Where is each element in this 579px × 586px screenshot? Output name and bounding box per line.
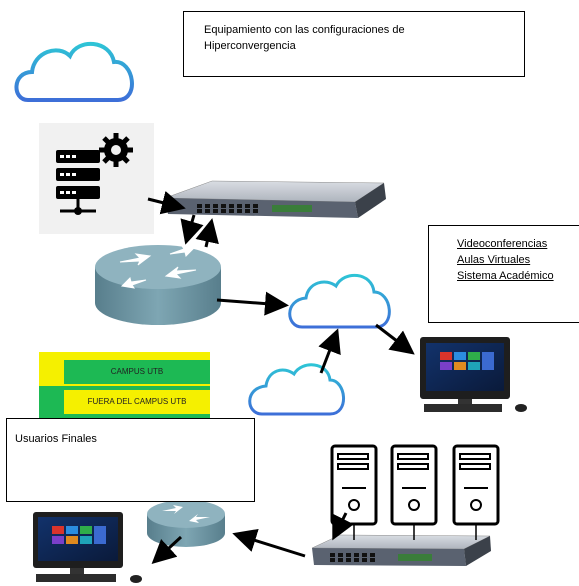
service-videoconferencias: Videoconferencias xyxy=(457,238,548,250)
campus-legend xyxy=(39,352,210,420)
server-gear-icon xyxy=(39,123,154,234)
tower-server-icon xyxy=(452,444,500,526)
desktop-icon xyxy=(420,337,527,412)
cloud-icon xyxy=(248,363,345,416)
end-users-label: Usuarios Finales xyxy=(15,433,97,445)
services-box: Videoconferencias Aulas Virtuales Sistem… xyxy=(428,225,579,323)
switch-icon xyxy=(164,180,386,218)
cloud-icon xyxy=(288,273,391,329)
legend-campus-utb: CAMPUS UTB xyxy=(110,367,164,376)
title-line-2: Hiperconvergencia xyxy=(204,40,296,52)
router-icon xyxy=(95,245,221,325)
desktop-icon xyxy=(33,512,142,583)
cloud-icon xyxy=(14,41,134,102)
title-line-1: Equipamiento con las configuraciones de xyxy=(204,24,405,36)
tower-server-icon xyxy=(330,444,378,526)
service-aulas-virtuales: Aulas Virtuales xyxy=(457,254,531,266)
server-connections xyxy=(353,524,477,540)
end-users-box: Usuarios Finales xyxy=(6,418,255,502)
switch-icon xyxy=(311,534,491,566)
connection-arrows xyxy=(147,190,415,565)
tower-server-icon xyxy=(390,444,438,526)
legend-fuera-campus-utb: FUERA DEL CAMPUS UTB xyxy=(87,397,187,406)
hyperconvergence-title-box: Equipamiento con las configuraciones de … xyxy=(183,11,525,77)
service-sistema-academico: Sistema Académico xyxy=(457,270,554,282)
router-icon xyxy=(147,500,225,547)
